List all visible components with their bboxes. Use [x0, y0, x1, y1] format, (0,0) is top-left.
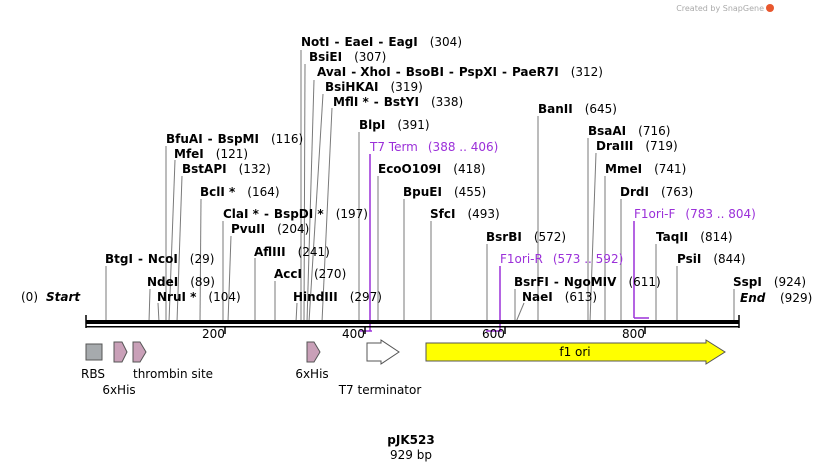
feature-6xhis-1[interactable] — [113, 341, 128, 363]
site-label[interactable]: BfuAI-BspMI(116) — [166, 132, 303, 146]
site-label[interactable]: BtgI-NcoI(29) — [105, 252, 214, 266]
snapgene-logo-icon — [766, 4, 774, 12]
site-label[interactable]: AvaI-XhoI-BsoBI-PspXI-PaeR7I(312) — [317, 65, 603, 79]
start-label: Start — [46, 290, 81, 304]
primer-label[interactable]: F1ori-R(573 .. 592) — [500, 252, 623, 266]
feature-label-rbs: RBS — [81, 367, 105, 381]
site-label[interactable]: NdeI(89) — [147, 275, 215, 289]
feature-label-6xhis-1: 6xHis — [102, 383, 135, 397]
start-position: (0) — [21, 290, 38, 304]
plasmid-length: 929 bp — [390, 448, 432, 462]
site-label[interactable]: MfeI(121) — [174, 147, 248, 161]
feature-rbs[interactable] — [85, 343, 103, 361]
site-label[interactable]: PsiI(844) — [677, 252, 746, 266]
feature-label-t7-terminator: T7 terminator — [338, 383, 422, 397]
site-label[interactable]: BsiHKAI(319) — [325, 80, 423, 94]
site-label[interactable]: BsiEI(307) — [309, 50, 386, 64]
primer-label[interactable]: F1ori-F(783 .. 804) — [634, 207, 756, 221]
site-label[interactable]: AccI(270) — [274, 267, 346, 281]
primer-label[interactable]: T7 Term(388 .. 406) — [369, 140, 498, 154]
site-label[interactable]: BlpI(391) — [359, 118, 430, 132]
feature-f1-ori[interactable] — [425, 339, 726, 365]
site-label[interactable]: NaeI(613) — [522, 290, 597, 304]
end-position: (929) — [780, 291, 812, 305]
backbone — [85, 315, 740, 328]
feature-t7-terminator[interactable] — [366, 339, 400, 365]
feature-labels: RBS 6xHis thrombin site 6xHis T7 termina… — [81, 367, 421, 397]
plasmid-name: pJK523 — [387, 433, 434, 447]
site-label[interactable]: SspI(924) — [733, 275, 806, 289]
primer-labels: T7 Term(388 .. 406) F1ori-R(573 .. 592) … — [369, 140, 756, 266]
site-label[interactable]: NotI-EaeI-EagI(304) — [301, 35, 462, 49]
site-label[interactable]: BclI *(164) — [200, 185, 280, 199]
site-label[interactable]: EcoO109I(418) — [378, 162, 486, 176]
site-label[interactable]: NruI *(104) — [157, 290, 241, 304]
site-label[interactable]: HindIII(297) — [293, 290, 382, 304]
site-label[interactable]: DrdI(763) — [620, 185, 693, 199]
ruler-tick-200: 200 — [202, 327, 225, 341]
site-label[interactable]: PvuII(204) — [231, 222, 309, 236]
site-label[interactable]: MflI *-BstYI(338) — [333, 95, 463, 109]
site-label[interactable]: ClaI *-BspDI *(197) — [223, 207, 368, 221]
site-label[interactable]: BsrBI(572) — [486, 230, 566, 244]
feature-thrombin-site[interactable] — [132, 341, 147, 363]
feature-f1-ori-label: f1 ori — [559, 345, 590, 359]
site-label[interactable]: BstAPI(132) — [182, 162, 271, 176]
watermark-text: Created by SnapGene — [676, 4, 764, 13]
site-label[interactable]: TaqII(814) — [656, 230, 733, 244]
site-label[interactable]: MmeI(741) — [605, 162, 686, 176]
site-labels: NotI-EaeI-EagI(304) BsiEI(307) AvaI-XhoI… — [105, 35, 806, 304]
site-label[interactable]: BsrFI-NgoMIV(611) — [514, 275, 661, 289]
ruler-tick-400: 400 — [342, 327, 365, 341]
feature-label-thrombin: thrombin site — [133, 367, 213, 381]
site-label[interactable]: SfcI(493) — [430, 207, 500, 221]
feature-6xhis-2[interactable] — [306, 341, 321, 363]
snapgene-watermark: Created by SnapGene — [676, 4, 774, 13]
leader-lines — [105, 50, 735, 323]
site-label[interactable]: BsaAI(716) — [588, 124, 670, 138]
ruler-tick-800: 800 — [622, 327, 645, 341]
feature-label-6xhis-2: 6xHis — [295, 367, 328, 381]
end-label: End — [740, 291, 766, 305]
site-label[interactable]: DraIII(719) — [596, 139, 678, 153]
features: f1 ori — [85, 339, 726, 365]
ruler-tick-600: 600 — [482, 327, 505, 341]
site-label[interactable]: AflIII(241) — [254, 245, 330, 259]
ruler: 200 400 600 800 — [202, 327, 646, 341]
site-label[interactable]: BanII(645) — [538, 102, 617, 116]
site-label[interactable]: BpuEI(455) — [403, 185, 486, 199]
